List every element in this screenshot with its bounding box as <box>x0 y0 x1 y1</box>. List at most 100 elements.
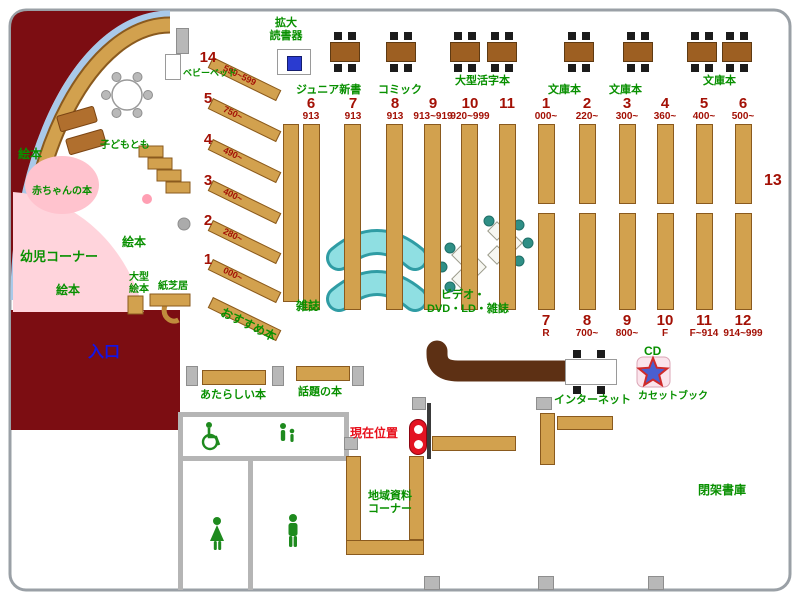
shelf-number: 10 <box>461 95 479 112</box>
pillar <box>538 576 554 590</box>
step-shelf <box>147 157 173 170</box>
section-header: ジュニア新書 <box>296 84 362 96</box>
chair <box>691 64 699 72</box>
chair <box>334 32 342 40</box>
chair <box>627 64 635 72</box>
local-materials-line1: 地域資料 <box>368 490 412 502</box>
step-shelf <box>165 181 191 194</box>
shelf-code: 000~ <box>534 111 558 122</box>
cassette-books-label: カセットブック <box>638 391 708 402</box>
local-materials-shelf <box>346 540 424 555</box>
stool <box>444 242 456 254</box>
chair <box>641 64 649 72</box>
bookshelf <box>557 416 613 430</box>
shelf-code: 700~ <box>575 328 599 339</box>
shelf-number: 1 <box>203 251 213 268</box>
shelf-code: F <box>661 328 669 339</box>
area-13-label: 13 <box>764 172 782 189</box>
shelf-number: 4 <box>660 95 670 112</box>
baby-books-label: 赤ちゃんの本 <box>32 186 92 197</box>
shelf-code: 913 <box>302 111 320 122</box>
bookshelf <box>619 124 636 204</box>
shelf-number: 9 <box>622 312 632 329</box>
shelf-number: 8 <box>582 312 592 329</box>
marker-dot <box>413 425 423 434</box>
video-corner-label-line2: DVD・LD・雑誌 <box>427 303 509 315</box>
reading-table <box>330 42 360 62</box>
shelf-code: 800~ <box>615 328 639 339</box>
shelf-number: 2 <box>582 95 592 112</box>
shelf-number: 1 <box>541 95 551 112</box>
bookshelf <box>540 413 555 465</box>
chair <box>726 64 734 72</box>
current-location-label: 現在位置 <box>350 426 399 440</box>
stool <box>142 194 152 204</box>
local-materials-shelf <box>409 456 424 540</box>
magnifier-device <box>287 56 302 71</box>
cd-label: CD <box>644 344 662 358</box>
wall <box>178 412 183 590</box>
chair <box>568 32 576 40</box>
new-books-shelf <box>202 370 266 385</box>
shelf-number: 6 <box>306 95 316 112</box>
shelf-number: 3 <box>622 95 632 112</box>
bookshelf <box>424 124 441 310</box>
shelf-code: 913~919 <box>413 111 453 122</box>
chair <box>691 32 699 40</box>
baby-bed-label: ベビーベッド <box>183 68 238 78</box>
shelf-code: R <box>542 328 550 339</box>
chair <box>573 350 581 358</box>
chair <box>334 64 342 72</box>
stool <box>483 215 495 227</box>
internet-table <box>565 359 617 385</box>
wheelchair-icon <box>201 422 221 451</box>
chair <box>740 32 748 40</box>
chair <box>705 32 713 40</box>
local-materials-line2: コーナー <box>368 502 412 515</box>
bookshelf <box>579 124 596 204</box>
chair <box>705 64 713 72</box>
shelf-code: 914~999 <box>723 328 763 339</box>
shelf-code: 360~ <box>653 111 677 122</box>
shelf-code: 220~ <box>575 111 599 122</box>
shelf-number: 7 <box>348 95 358 112</box>
bookshelf <box>499 124 516 310</box>
womens-toilet-icon <box>210 517 224 550</box>
step-shelf <box>138 145 164 158</box>
topic-books-shelf <box>296 366 350 381</box>
pillar <box>424 576 440 590</box>
topic-books-label: 話題の本 <box>298 386 342 398</box>
bookshelf <box>538 213 555 310</box>
shelf-code: 300~ <box>615 111 639 122</box>
kids-table <box>56 106 98 132</box>
chair <box>582 64 590 72</box>
shelf-number: 6 <box>738 95 748 112</box>
large-picture-books-label: 大型 絵本 <box>126 272 152 295</box>
bookshelf <box>432 436 516 451</box>
shelf-number: 10 <box>656 312 674 329</box>
video-corner-label-line1: ビデオ・ <box>441 289 485 301</box>
entrance-label: 入口 <box>88 344 121 361</box>
section-header: 文庫本 <box>548 84 581 96</box>
chair <box>568 64 576 72</box>
wall <box>248 456 253 590</box>
magnifier-label-line2: 読書器 <box>269 29 303 42</box>
reading-table <box>487 42 517 62</box>
baby-care-icon <box>280 423 295 442</box>
bookshelf <box>696 213 713 310</box>
bookshelf <box>344 124 361 310</box>
chair <box>491 64 499 72</box>
shelf-number: 2 <box>203 212 213 229</box>
bookshelf <box>579 213 596 310</box>
chair <box>454 32 462 40</box>
shelf-code: 913 <box>386 111 404 122</box>
step-shelf <box>156 169 182 182</box>
shelf-number: 9 <box>428 95 438 112</box>
round-pillar <box>177 217 191 231</box>
wall-block-topleft <box>11 11 170 302</box>
chair <box>597 350 605 358</box>
chair <box>505 32 513 40</box>
chair <box>468 64 476 72</box>
kids-chair <box>101 90 111 100</box>
kodomo-tomo-label: 子どもとも <box>100 140 150 151</box>
